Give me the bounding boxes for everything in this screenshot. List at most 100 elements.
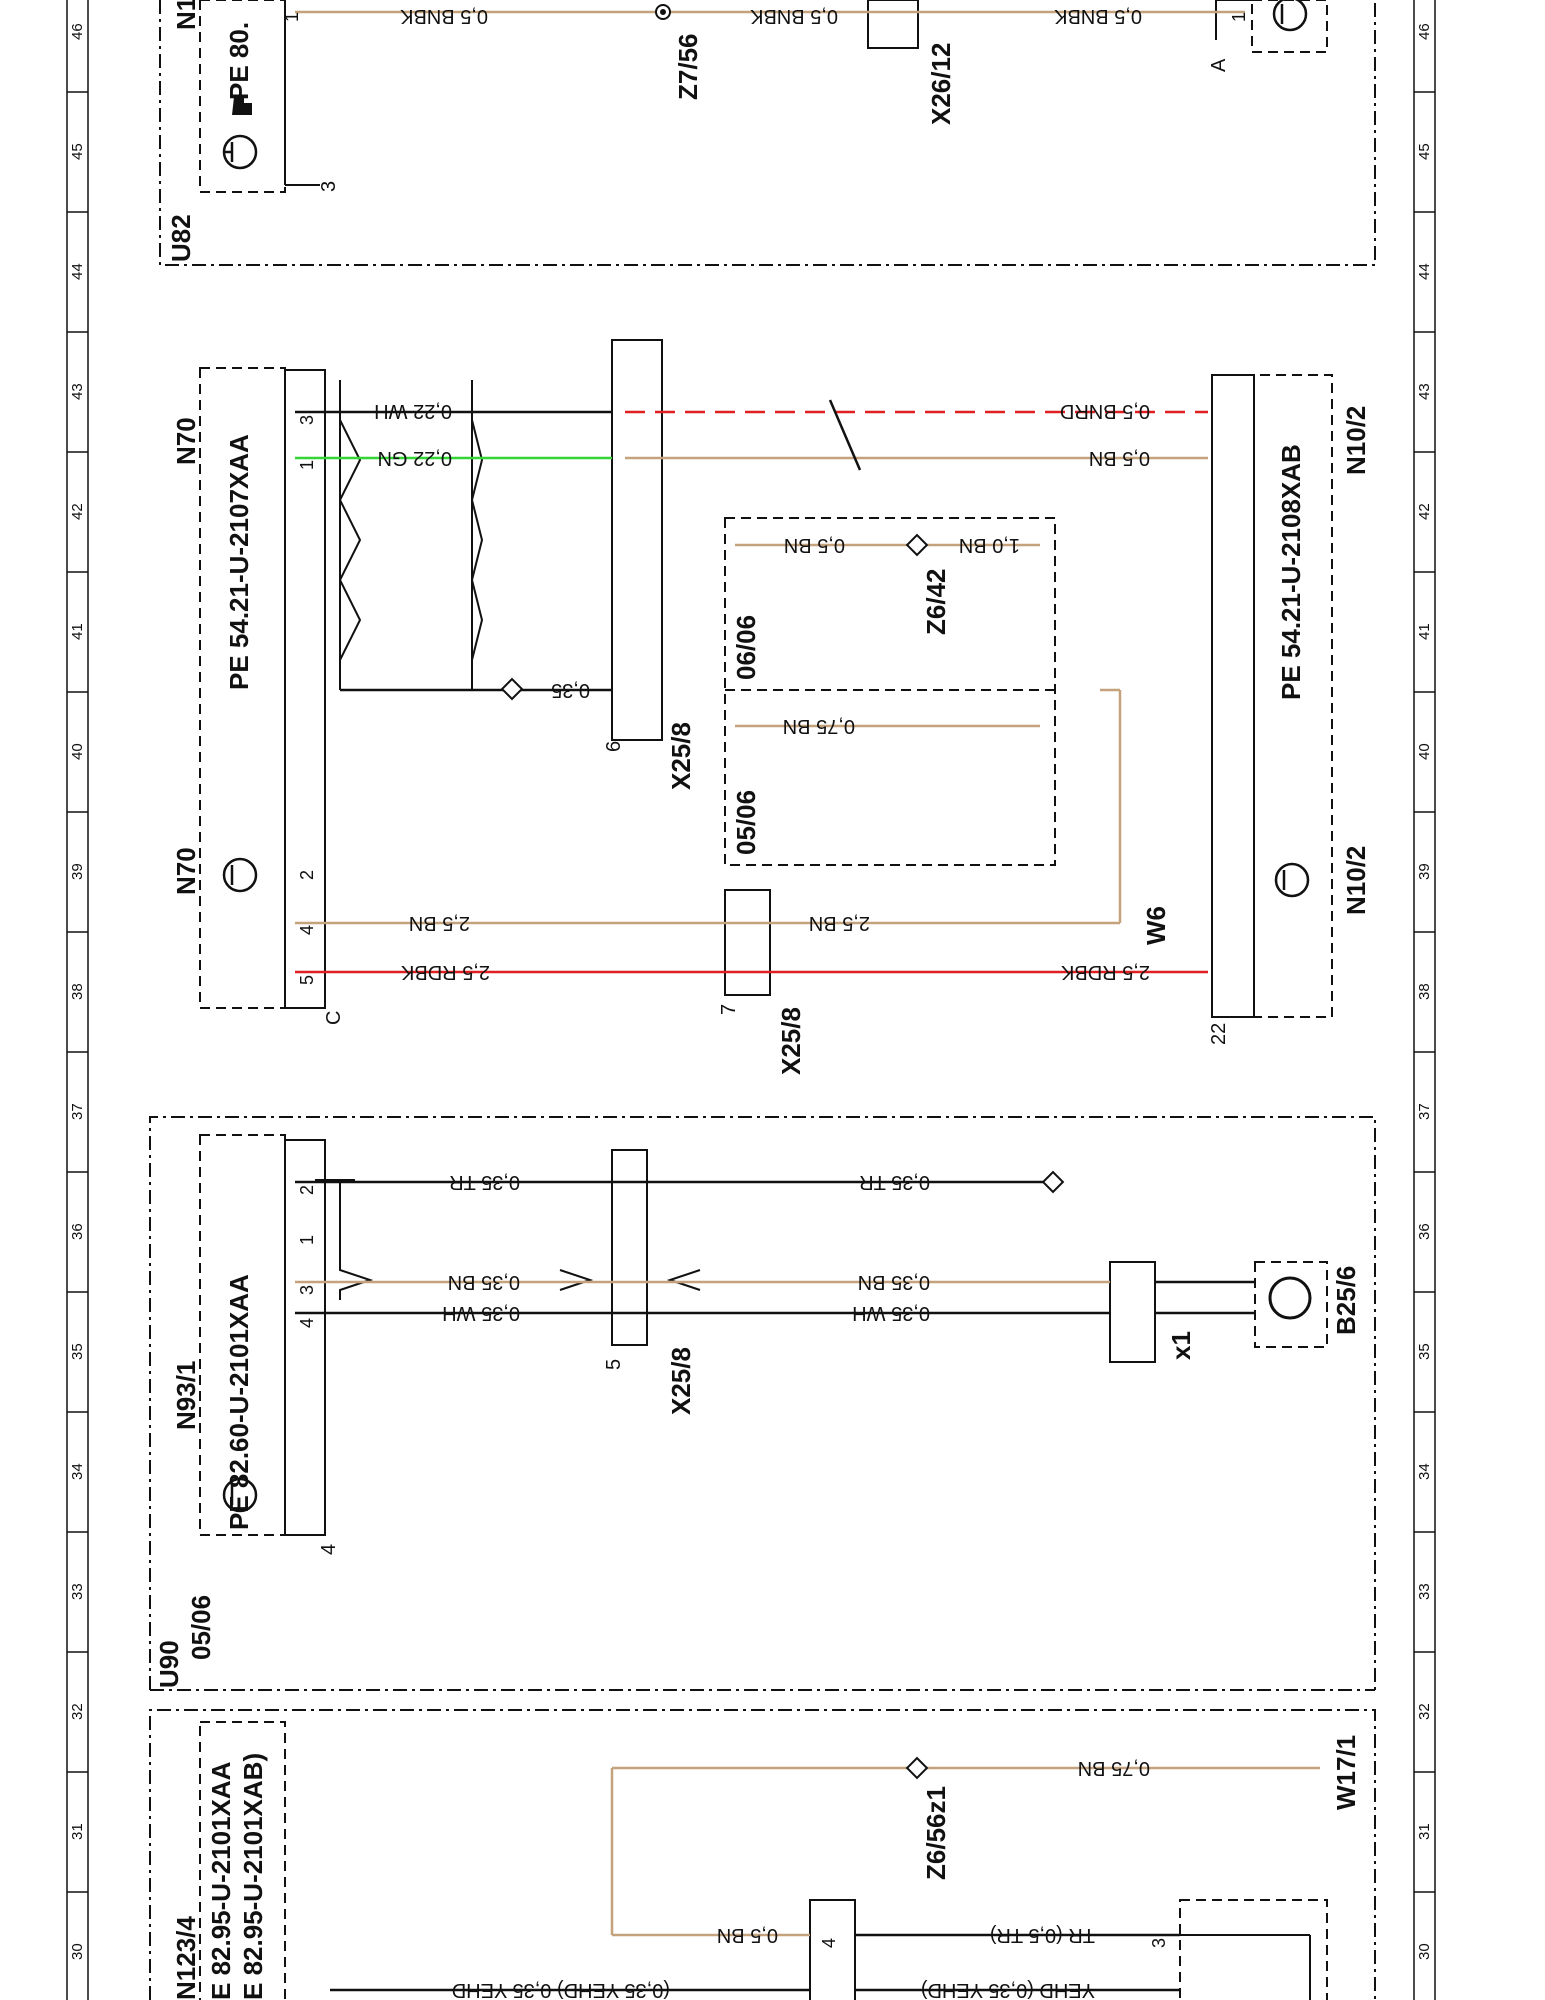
sensor-icon (1268, 1276, 1312, 1320)
grid-frame (66, 0, 1436, 2000)
x25-8-c-label: X25/8 (666, 1347, 696, 1415)
pin-1-n93: 1 (297, 1235, 317, 1245)
grid-row-number: 41 (1416, 623, 1433, 640)
wire-label-bn035-a: 0,35 BN (448, 1271, 520, 1293)
transistor-icon (1274, 862, 1310, 898)
grid-row-number: 45 (69, 143, 86, 160)
grid-row-number: 36 (1416, 1223, 1433, 1240)
b25-6-label: B25/6 (1331, 1266, 1361, 1335)
z6-42-label: Z6/42 (921, 569, 951, 636)
n1-pe-label: PE 80. (224, 22, 254, 100)
n70-top-label: N70 (171, 417, 201, 465)
pin-22-n10: 22 (1208, 1023, 1230, 1045)
wire-label-wh022: 0,22 WH (374, 400, 452, 422)
grid-row-number: 38 (69, 983, 86, 1000)
grid-row-number: 40 (1416, 743, 1433, 760)
wire-label-bn25-b: 2,5 BN (809, 912, 870, 934)
grid-row-number: 41 (69, 623, 86, 640)
x26-12-label: X26/12 (926, 43, 956, 125)
grid-row-number: 42 (1416, 503, 1433, 520)
wire-label-bnbk3: 0,5 BNBK (1054, 5, 1142, 27)
grid-row-number: 34 (69, 1463, 86, 1480)
grid-row-number: 33 (1416, 1583, 1433, 1600)
pin-2-n70: 2 (297, 870, 317, 880)
wire-label-rdbk-a: 2,5 RDBK (400, 961, 490, 983)
grid-row-number: 37 (69, 1103, 86, 1120)
pin-5-x25: 5 (603, 1359, 625, 1370)
wire-label-tr035-a: 0,35 TR (449, 1171, 520, 1193)
pin-4-n123: 4 (819, 1938, 839, 1948)
wire-label-bn05-c: 0,5 BN (717, 1924, 778, 1946)
n123-pe2-label: E 82.95-U-2101XAB) (238, 1753, 268, 2000)
pin-7-x25: 7 (718, 1004, 740, 1015)
wire-label-rdbk-b: 2,5 RDBK (1060, 961, 1150, 983)
w6-label: W6 (1141, 906, 1171, 945)
n123-pe1-label: E 82.95-U-2101XAA (206, 1761, 236, 2000)
block-u90 (149, 1116, 1376, 1691)
wire-label-gn022: 0,22 GN (378, 447, 452, 469)
grid-row-number: 44 (1416, 263, 1433, 280)
wires-u82 (295, 4, 1245, 20)
grid-row-number: 37 (1416, 1103, 1433, 1120)
grid-row-number: 39 (1416, 863, 1433, 880)
wires-n123 (330, 1766, 1320, 1992)
n10-2-b-label: N10/2 (1341, 846, 1371, 915)
pin-c-n70: C (323, 1011, 345, 1025)
z6-56z1-label: Z6/56z1 (921, 1786, 951, 1880)
grid-row-number: 43 (69, 383, 86, 400)
wire-label-bn075: 0,75 BN (783, 715, 855, 737)
n10-2-a-label: N10/2 (1341, 406, 1371, 475)
labels-u82: U82 N1 PE 80. Z7/56 X26/12 0,5 BNBK 0,5 … (166, 0, 1249, 262)
grid-row-number: 39 (69, 863, 86, 880)
wire-label-bnbk1: 0,5 BNBK (400, 5, 488, 27)
x25-8-b-label: X25/8 (776, 1007, 806, 1075)
wire-label-bn05: 0,5 BN (1089, 447, 1150, 469)
grid-row-number: 32 (69, 1703, 86, 1720)
grid-row-number: 43 (1416, 383, 1433, 400)
u90-label: U90 (154, 1640, 184, 1688)
pin-1-n70: 1 (297, 460, 317, 470)
connector-diamonds (500, 533, 929, 701)
x1-label: x1 (1166, 1331, 1196, 1360)
pin-4-n70: 4 (297, 925, 317, 935)
grid-row-number: 46 (1416, 23, 1433, 40)
pin-4-n93: 4 (297, 1318, 317, 1328)
grid-row-number: 35 (1416, 1343, 1433, 1360)
pin-3-n70: 3 (297, 415, 317, 425)
pin-3-n93: 3 (297, 1285, 317, 1295)
grid-row-number: 44 (69, 263, 86, 280)
grid-row-number: 42 (69, 503, 86, 520)
wire-label-tr035-b: 0,35 TR (859, 1171, 930, 1193)
wire-label-bn10: 1,0 BN (959, 534, 1020, 556)
wire-label-bn05-b: 0,5 BN (784, 534, 845, 556)
wire-label-bnbk2: 0,5 BNBK (750, 5, 838, 27)
grid-row-number: 46 (69, 23, 86, 40)
transistor-icon (1272, 0, 1308, 32)
transistor-icon (222, 1477, 258, 1513)
grid-row-number: 31 (69, 1823, 86, 1840)
pin-1-u82: 1 (1229, 12, 1249, 22)
pin-6-x25: 6 (603, 741, 625, 752)
wire-label-bn035-b: 0,35 BN (858, 1271, 930, 1293)
grid-row-number: 38 (1416, 983, 1433, 1000)
grid-row-number: 35 (69, 1343, 86, 1360)
labels-n70: N70 PE 54.21-U-2107XAA N70 X25/8 X25/8 Z… (171, 400, 1371, 1075)
n1-label: N1 (171, 0, 201, 30)
grid-row-number: 40 (69, 743, 86, 760)
grid-row-number: 36 (69, 1223, 86, 1240)
wire-label-bnrd: 0,5 BNRD (1060, 400, 1150, 422)
n123-4-label: N123/4 (171, 1916, 201, 2000)
u90-date-label: 05/06 (186, 1595, 216, 1660)
pin-1-n1: 1 (282, 12, 302, 22)
connector-diamonds (905, 1756, 929, 1780)
pin-a-u82: A (1208, 58, 1230, 72)
connector-diamonds (1041, 1170, 1065, 1194)
pointing-hand-icon (232, 97, 252, 115)
transistor-icon (222, 134, 258, 170)
block-n123 (149, 1709, 1376, 2000)
date-0606-label: 06/06 (731, 615, 761, 680)
grid-row-number: 31 (1416, 1823, 1433, 1840)
wire-label-wh035-b: 0,35 WH (852, 1302, 930, 1324)
